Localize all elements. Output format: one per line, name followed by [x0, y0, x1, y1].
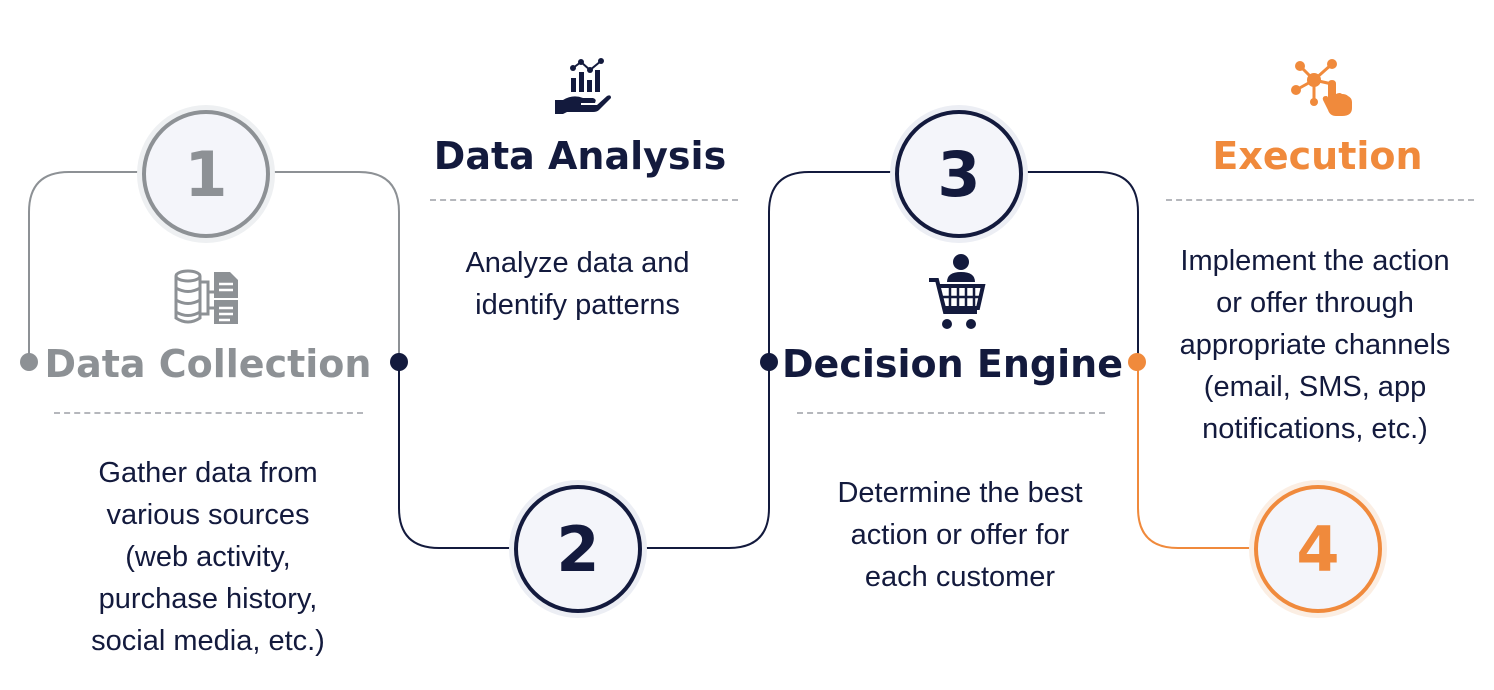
step-2-description: Analyze data and identify patterns [420, 242, 735, 326]
step-2-description-line: Analyze data and [465, 247, 690, 279]
step-1-description: Gather data from various sources (web ac… [40, 452, 376, 662]
step-2-number: 2 [556, 512, 600, 586]
connector-dot-3 [760, 353, 778, 371]
step-3-description-line: each customer [864, 561, 1056, 593]
step-4-description: Implement the action or offer through ap… [1145, 240, 1485, 450]
step-1-description-line: Gather data from [98, 457, 318, 489]
step-3-description-line: Determine the best [837, 477, 1083, 509]
customer-cart-icon [929, 254, 986, 329]
step-2-divider [430, 199, 738, 201]
connector-dot-1 [20, 353, 38, 371]
step-4-divider [1166, 199, 1474, 201]
step-3-title: Decision Engine [782, 342, 1123, 386]
step-4-description-line: or offer through [1216, 287, 1414, 319]
step-1-description-line: various sources [106, 499, 310, 531]
step-4-number-circle: 4 [1254, 485, 1382, 613]
step-4-number: 4 [1296, 512, 1340, 586]
step-4-description-line: notifications, etc.) [1202, 413, 1428, 445]
step-1-title: Data Collection [44, 342, 372, 386]
step-1-number: 1 [184, 137, 228, 211]
step-2-number-circle: 2 [514, 485, 642, 613]
step-3-divider [797, 412, 1105, 414]
database-document-icon [174, 269, 238, 324]
step-4-description-line: (email, SMS, app [1203, 371, 1427, 403]
connector-step-4 [1137, 362, 1320, 549]
step-1-description-line: purchase history, [98, 583, 318, 615]
connector-dot-4 [1128, 353, 1146, 371]
step-4-title: Execution [1212, 134, 1423, 178]
step-3-number: 3 [937, 137, 981, 211]
step-1-number-circle: 1 [142, 110, 270, 238]
step-1-divider [54, 412, 363, 414]
step-4-description-line: appropriate channels [1179, 329, 1451, 361]
step-1-description-line: social media, etc.) [91, 625, 325, 657]
connector-dot-2 [390, 353, 408, 371]
step-3-number-circle: 3 [895, 110, 1023, 238]
step-2-title: Data Analysis [433, 134, 727, 178]
step-2-description-line: identify patterns [475, 289, 680, 321]
step-3-description: Determine the best action or offer for e… [790, 472, 1130, 598]
step-4-description-line: Implement the action [1180, 245, 1450, 277]
network-click-icon [1291, 59, 1352, 116]
hand-chart-icon [555, 58, 611, 114]
step-1-description-line: (web activity, [125, 541, 291, 573]
step-3-description-line: action or offer for [850, 519, 1070, 551]
